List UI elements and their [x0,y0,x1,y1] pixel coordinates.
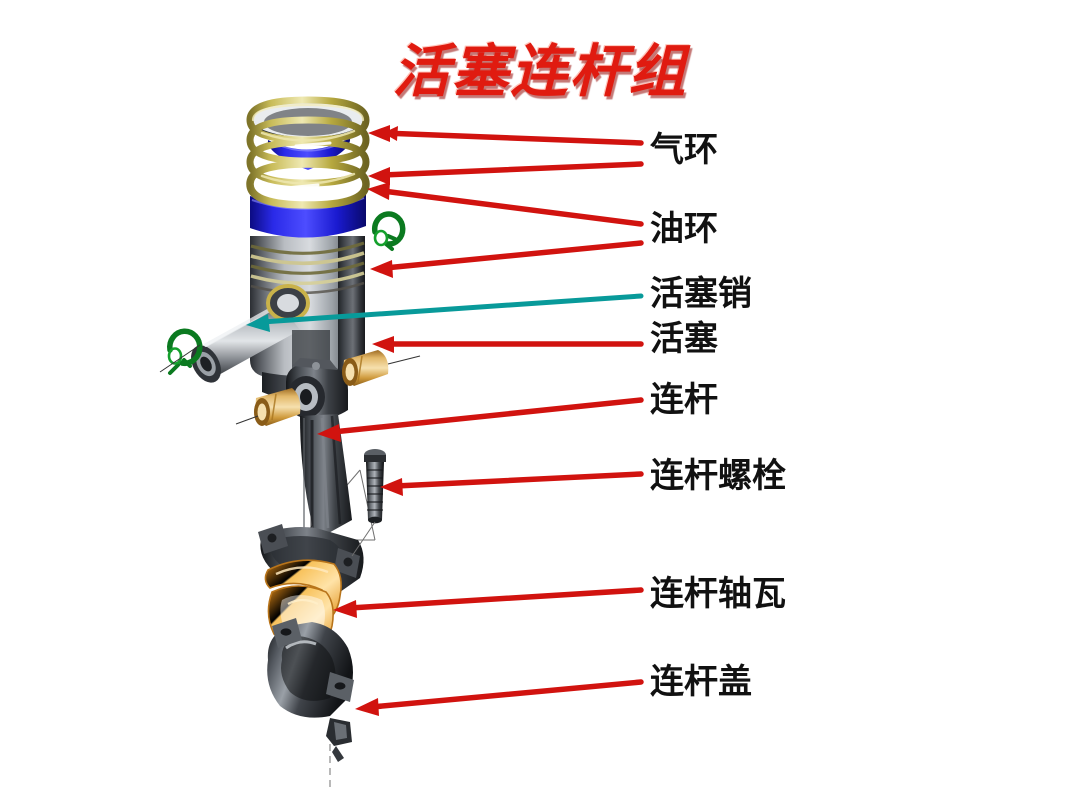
bushing-lower-left [235,388,301,426]
cap-nut [326,718,352,762]
label-gas-ring: 气环 [650,130,718,170]
label-con-rod: 连杆 [650,380,718,420]
snap-ring-icon-right [371,211,406,251]
label-rod-bearing: 连杆轴瓦 [650,574,786,614]
connecting-rod-bolt-part [351,449,386,557]
leader-oil-ring-1 [367,182,644,227]
leader-oil-ring-2 [370,240,644,278]
label-piston: 活塞 [650,319,718,359]
snap-ring-icon-left [159,328,203,375]
label-rod-bolt: 连杆螺栓 [650,456,786,496]
page-title: 活塞连杆组 [392,38,688,105]
leader-piston-pin [246,293,644,332]
leader-rod-bearing [333,587,644,618]
leader-gas-ring-1 [368,125,644,146]
piston-ring-grooves [250,241,365,295]
leader-piston [372,336,644,353]
label-oil-ring: 油环 [650,209,718,249]
connecting-rod-cap-part [267,618,354,762]
bushing-upper-right [342,350,421,386]
gas-ring-group [246,96,370,209]
leader-rod-cap [355,679,644,716]
leader-rod-bolt [380,471,644,496]
label-rod-cap: 连杆盖 [650,662,752,702]
leader-con-rod [317,397,644,442]
piston-part [249,97,367,378]
leader-gas-ring-2 [368,161,644,185]
label-piston-pin: 活塞销 [650,274,752,314]
